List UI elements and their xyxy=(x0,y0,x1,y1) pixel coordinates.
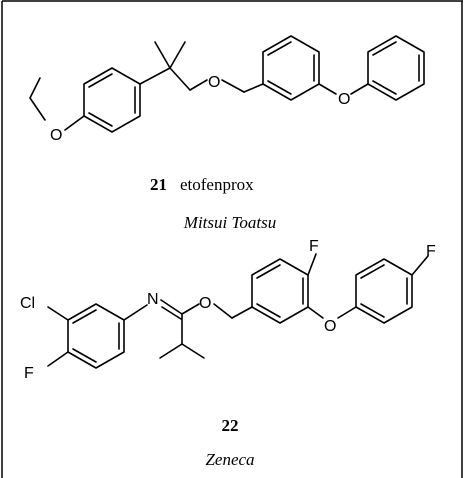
bond xyxy=(307,306,324,319)
bond xyxy=(213,303,233,319)
bond xyxy=(139,67,171,85)
bond xyxy=(29,77,41,99)
bond xyxy=(337,306,357,319)
double-bond xyxy=(372,80,397,95)
double-bond xyxy=(161,306,182,320)
bond xyxy=(123,304,148,321)
company-name: Mitsui Toatsu xyxy=(183,213,276,232)
atom-f: F xyxy=(309,238,319,255)
bond xyxy=(221,79,245,93)
bond xyxy=(243,83,264,93)
double-bond xyxy=(372,41,397,56)
methyl-bond xyxy=(169,41,186,69)
benzene-ring-c xyxy=(367,35,425,101)
bond xyxy=(307,253,317,276)
atom-f: F xyxy=(426,243,436,260)
double-bond xyxy=(88,73,113,88)
benzene-ring-d xyxy=(67,303,125,369)
methyl-bond xyxy=(154,41,171,69)
bond xyxy=(189,79,208,91)
double-bond xyxy=(360,264,385,279)
bond xyxy=(29,97,46,121)
bond xyxy=(231,306,253,319)
company-name: Zeneca xyxy=(205,450,254,469)
bond xyxy=(181,303,200,315)
benzene-ring-f xyxy=(355,258,413,324)
double-bond xyxy=(88,112,113,127)
double-bond xyxy=(360,303,385,318)
double-bond xyxy=(72,309,97,324)
atom-o: O xyxy=(324,318,336,335)
ring-outline xyxy=(83,67,141,133)
double-bond xyxy=(256,303,281,318)
bond xyxy=(47,351,69,367)
benzene-ring-a xyxy=(83,67,141,133)
atom-n: N xyxy=(147,291,159,308)
atom-o: O xyxy=(338,91,350,108)
atom-o: O xyxy=(208,74,220,91)
bond xyxy=(411,255,429,276)
double-bond xyxy=(267,80,292,95)
atom-f: F xyxy=(24,365,34,382)
compound-name: etofenprox xyxy=(180,175,254,194)
compound-number: 21 xyxy=(150,175,167,194)
ring-outline xyxy=(355,258,413,324)
methyl-bond xyxy=(159,343,183,359)
bond xyxy=(169,67,191,91)
bond xyxy=(318,83,337,95)
atom-cl: Cl xyxy=(20,295,35,312)
ring-outline xyxy=(251,258,309,324)
benzene-ring-b xyxy=(262,35,320,101)
structure-21: O O O xyxy=(29,35,425,144)
structure-22: Cl F N O F O F xyxy=(20,238,436,382)
bond xyxy=(47,306,69,321)
double-bond xyxy=(160,299,183,315)
atom-o: O xyxy=(50,127,62,144)
benzene-ring-e xyxy=(251,258,309,324)
double-bond xyxy=(256,264,281,279)
ring-outline xyxy=(67,303,125,369)
double-bond xyxy=(267,41,292,56)
double-bond xyxy=(72,348,97,363)
atom-o: O xyxy=(199,295,211,312)
ring-outline xyxy=(262,35,320,101)
bond xyxy=(350,83,369,95)
compound-number: 22 xyxy=(222,416,239,435)
bond xyxy=(64,115,85,131)
ring-outline xyxy=(367,35,425,101)
methyl-bond xyxy=(181,343,205,359)
